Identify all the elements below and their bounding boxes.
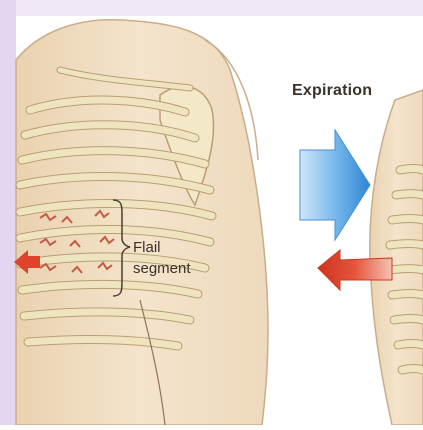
flail-label-line2: segment <box>133 260 191 277</box>
top-border <box>0 0 423 16</box>
left-torso <box>16 20 268 425</box>
left-border <box>0 0 16 425</box>
flail-label-line1: Flail <box>133 239 161 256</box>
expiration-label: Expiration <box>292 82 372 100</box>
